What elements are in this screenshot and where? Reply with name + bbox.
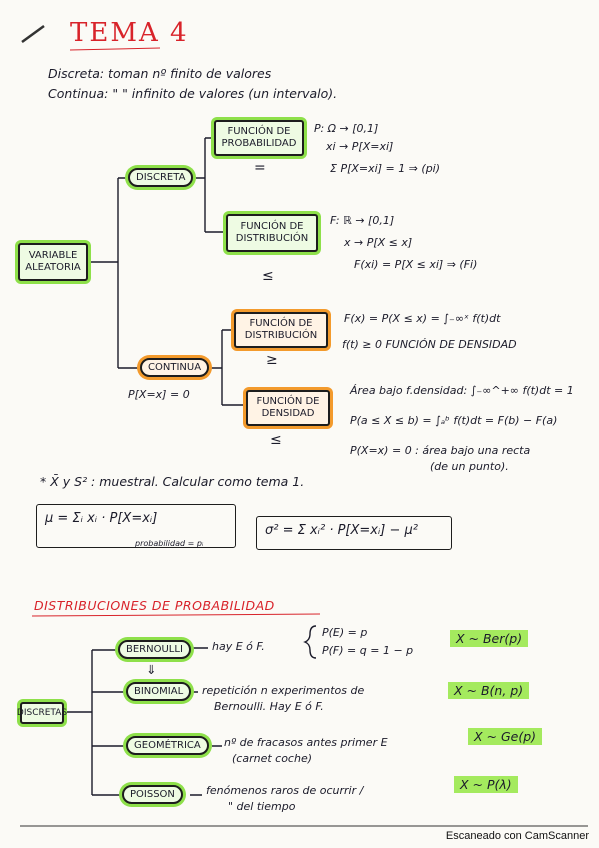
poisson-desc-2: " del tiempo (228, 800, 296, 813)
funcion-distribucion-continua-node: FUNCIÓN DE DISTRIBUCIÓN (234, 312, 328, 348)
fdens-line-4: (de un punto). (430, 460, 509, 473)
bernoulli-arrow: ⇓ (146, 662, 157, 677)
fdens-relation: ≤ (270, 432, 282, 448)
intro-continua: Continua: " " infinito de valores (un in… (48, 86, 338, 101)
fd1-line-2: x → P[X ≤ x] (344, 236, 413, 249)
funcion-distribucion-discreta-node: FUNCIÓN DE DISTRIBUCIÓN (226, 214, 318, 252)
fp-relation: = (254, 160, 266, 176)
fd2-relation: ≥ (266, 352, 278, 368)
bernoulli-node: BERNOULLI (118, 640, 191, 659)
geometrica-node: GEOMÉTRICA (126, 736, 209, 755)
fd2-line-2: f(t) ≥ 0 FUNCIÓN DE DENSIDAD (342, 338, 517, 351)
dist-geometrica: X ~ Ge(p) (468, 728, 543, 745)
discretas-node: DISCRETAS (17, 702, 67, 724)
geometrica-desc-1: nº de fracasos antes primer E (224, 736, 388, 749)
fd1-line-3: F(xi) = P[X ≤ xi] ⇒ (Fi) (354, 258, 478, 271)
fp-line-3: Σ P[X=xi] = 1 ⇒ (pi) (330, 162, 441, 175)
bernoulli-pf: P(F) = q = 1 − p (322, 644, 414, 657)
continua-note: P[X=x] = 0 (128, 388, 190, 401)
section-distribuciones-title: DISTRIBUCIONES DE PROBABILIDAD (34, 598, 275, 613)
binomial-node: BINOMIAL (126, 682, 192, 701)
fd2-line-1: F(x) = P(X ≤ x) = ∫₋∞ˣ f(t)dt (344, 312, 501, 325)
poisson-desc-1: fenómenos raros de ocurrir / (206, 784, 364, 797)
fp-line-2: xi → P[X=xi] (326, 140, 394, 153)
binomial-desc-1: repetición n experimentos de (202, 684, 365, 697)
dist-bernoulli: X ~ Ber(p) (450, 630, 529, 647)
funcion-probabilidad-node: FUNCIÓN DE PROBABILIDAD (214, 120, 304, 156)
dist-poisson: X ~ P(λ) (454, 776, 518, 793)
mean-formula: μ = Σᵢ xᵢ · P[X=xᵢ] (45, 511, 158, 526)
continua-node: CONTINUA (140, 358, 210, 377)
bernoulli-desc: hay E ó F. (212, 640, 265, 653)
page-title: TEMA 4 (70, 18, 189, 48)
variable-aleatoria-node: VARIABLE ALEATORIA (18, 243, 88, 281)
discreta-node: DISCRETA (128, 168, 194, 187)
binomial-desc-2: Bernoulli. Hay E ó F. (214, 700, 324, 713)
mean-formula-box: μ = Σᵢ xᵢ · P[X=xᵢ] probabilidad = pᵢ (36, 504, 236, 548)
intro-discreta: Discreta: toman nº finito de valores (48, 66, 272, 81)
scanner-watermark: Escaneado con CamScanner (445, 830, 589, 842)
mean-formula-note: probabilidad = pᵢ (135, 539, 204, 548)
variance-formula-box: σ² = Σ xᵢ² · P[X=xᵢ] − μ² (256, 516, 452, 550)
funcion-densidad-node: FUNCIÓN DE DENSIDAD (246, 390, 330, 426)
fd1-relation: ≤ (262, 268, 274, 284)
dist-binomial: X ~ B(n, p) (448, 682, 530, 699)
fdens-line-1: Área bajo f.densidad: ∫₋∞^+∞ f(t)dt = 1 (350, 384, 574, 397)
fd1-line-1: F: ℝ → [0,1] (330, 214, 395, 227)
geometrica-desc-2: (carnet coche) (232, 752, 313, 765)
muestral-note: * X̄ y S² : muestral. Calcular como tema… (40, 474, 305, 489)
poisson-node: POISSON (122, 785, 183, 804)
bernoulli-pe: P(E) = p (322, 626, 368, 639)
fdens-line-3: P(X=x) = 0 : área bajo una recta (350, 444, 531, 457)
fdens-line-2: P(a ≤ X ≤ b) = ∫ₐᵇ f(t)dt = F(b) − F(a) (350, 414, 558, 427)
fp-line-1: P: Ω → [0,1] (314, 122, 379, 135)
